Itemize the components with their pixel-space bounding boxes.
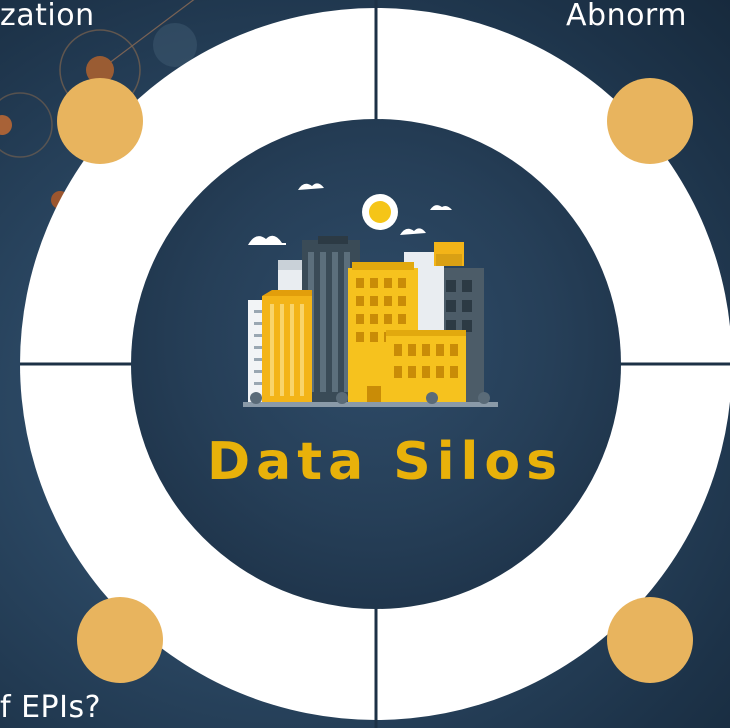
quadrant-label-top-right: Abnorm xyxy=(566,0,687,33)
circle-marker-icon xyxy=(57,78,143,164)
center-title: Data Silos xyxy=(206,432,564,492)
quadrant-label-top-left: zation xyxy=(0,0,95,33)
circle-marker-icon xyxy=(607,597,693,683)
quadrant-label-bottom-left: f EPIs? xyxy=(0,690,102,725)
circle-marker-icon xyxy=(607,78,693,164)
center-title-wrap: Data Silos xyxy=(20,432,730,492)
circle-marker-icon xyxy=(77,597,163,683)
city-buildings-illustration xyxy=(243,183,498,407)
